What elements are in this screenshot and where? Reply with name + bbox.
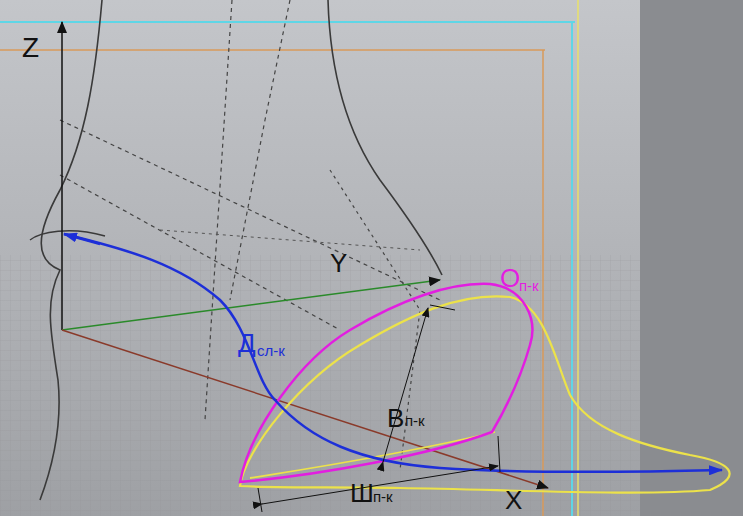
curve-label: Д [238,330,256,356]
axis-label: Y [330,250,347,276]
axis-label: Z [22,34,39,62]
dimension-label-subscript: п-к [373,489,393,504]
curve-label-subscript: сл-к [257,343,285,358]
dimension-label: В [387,405,404,431]
dimension-label-subscript: п-к [405,413,425,428]
axis-label: X [505,487,522,513]
contour-label-subscript: п-к [519,278,539,293]
dimension-label: Ш [350,480,374,506]
contour-label: О [500,265,520,291]
